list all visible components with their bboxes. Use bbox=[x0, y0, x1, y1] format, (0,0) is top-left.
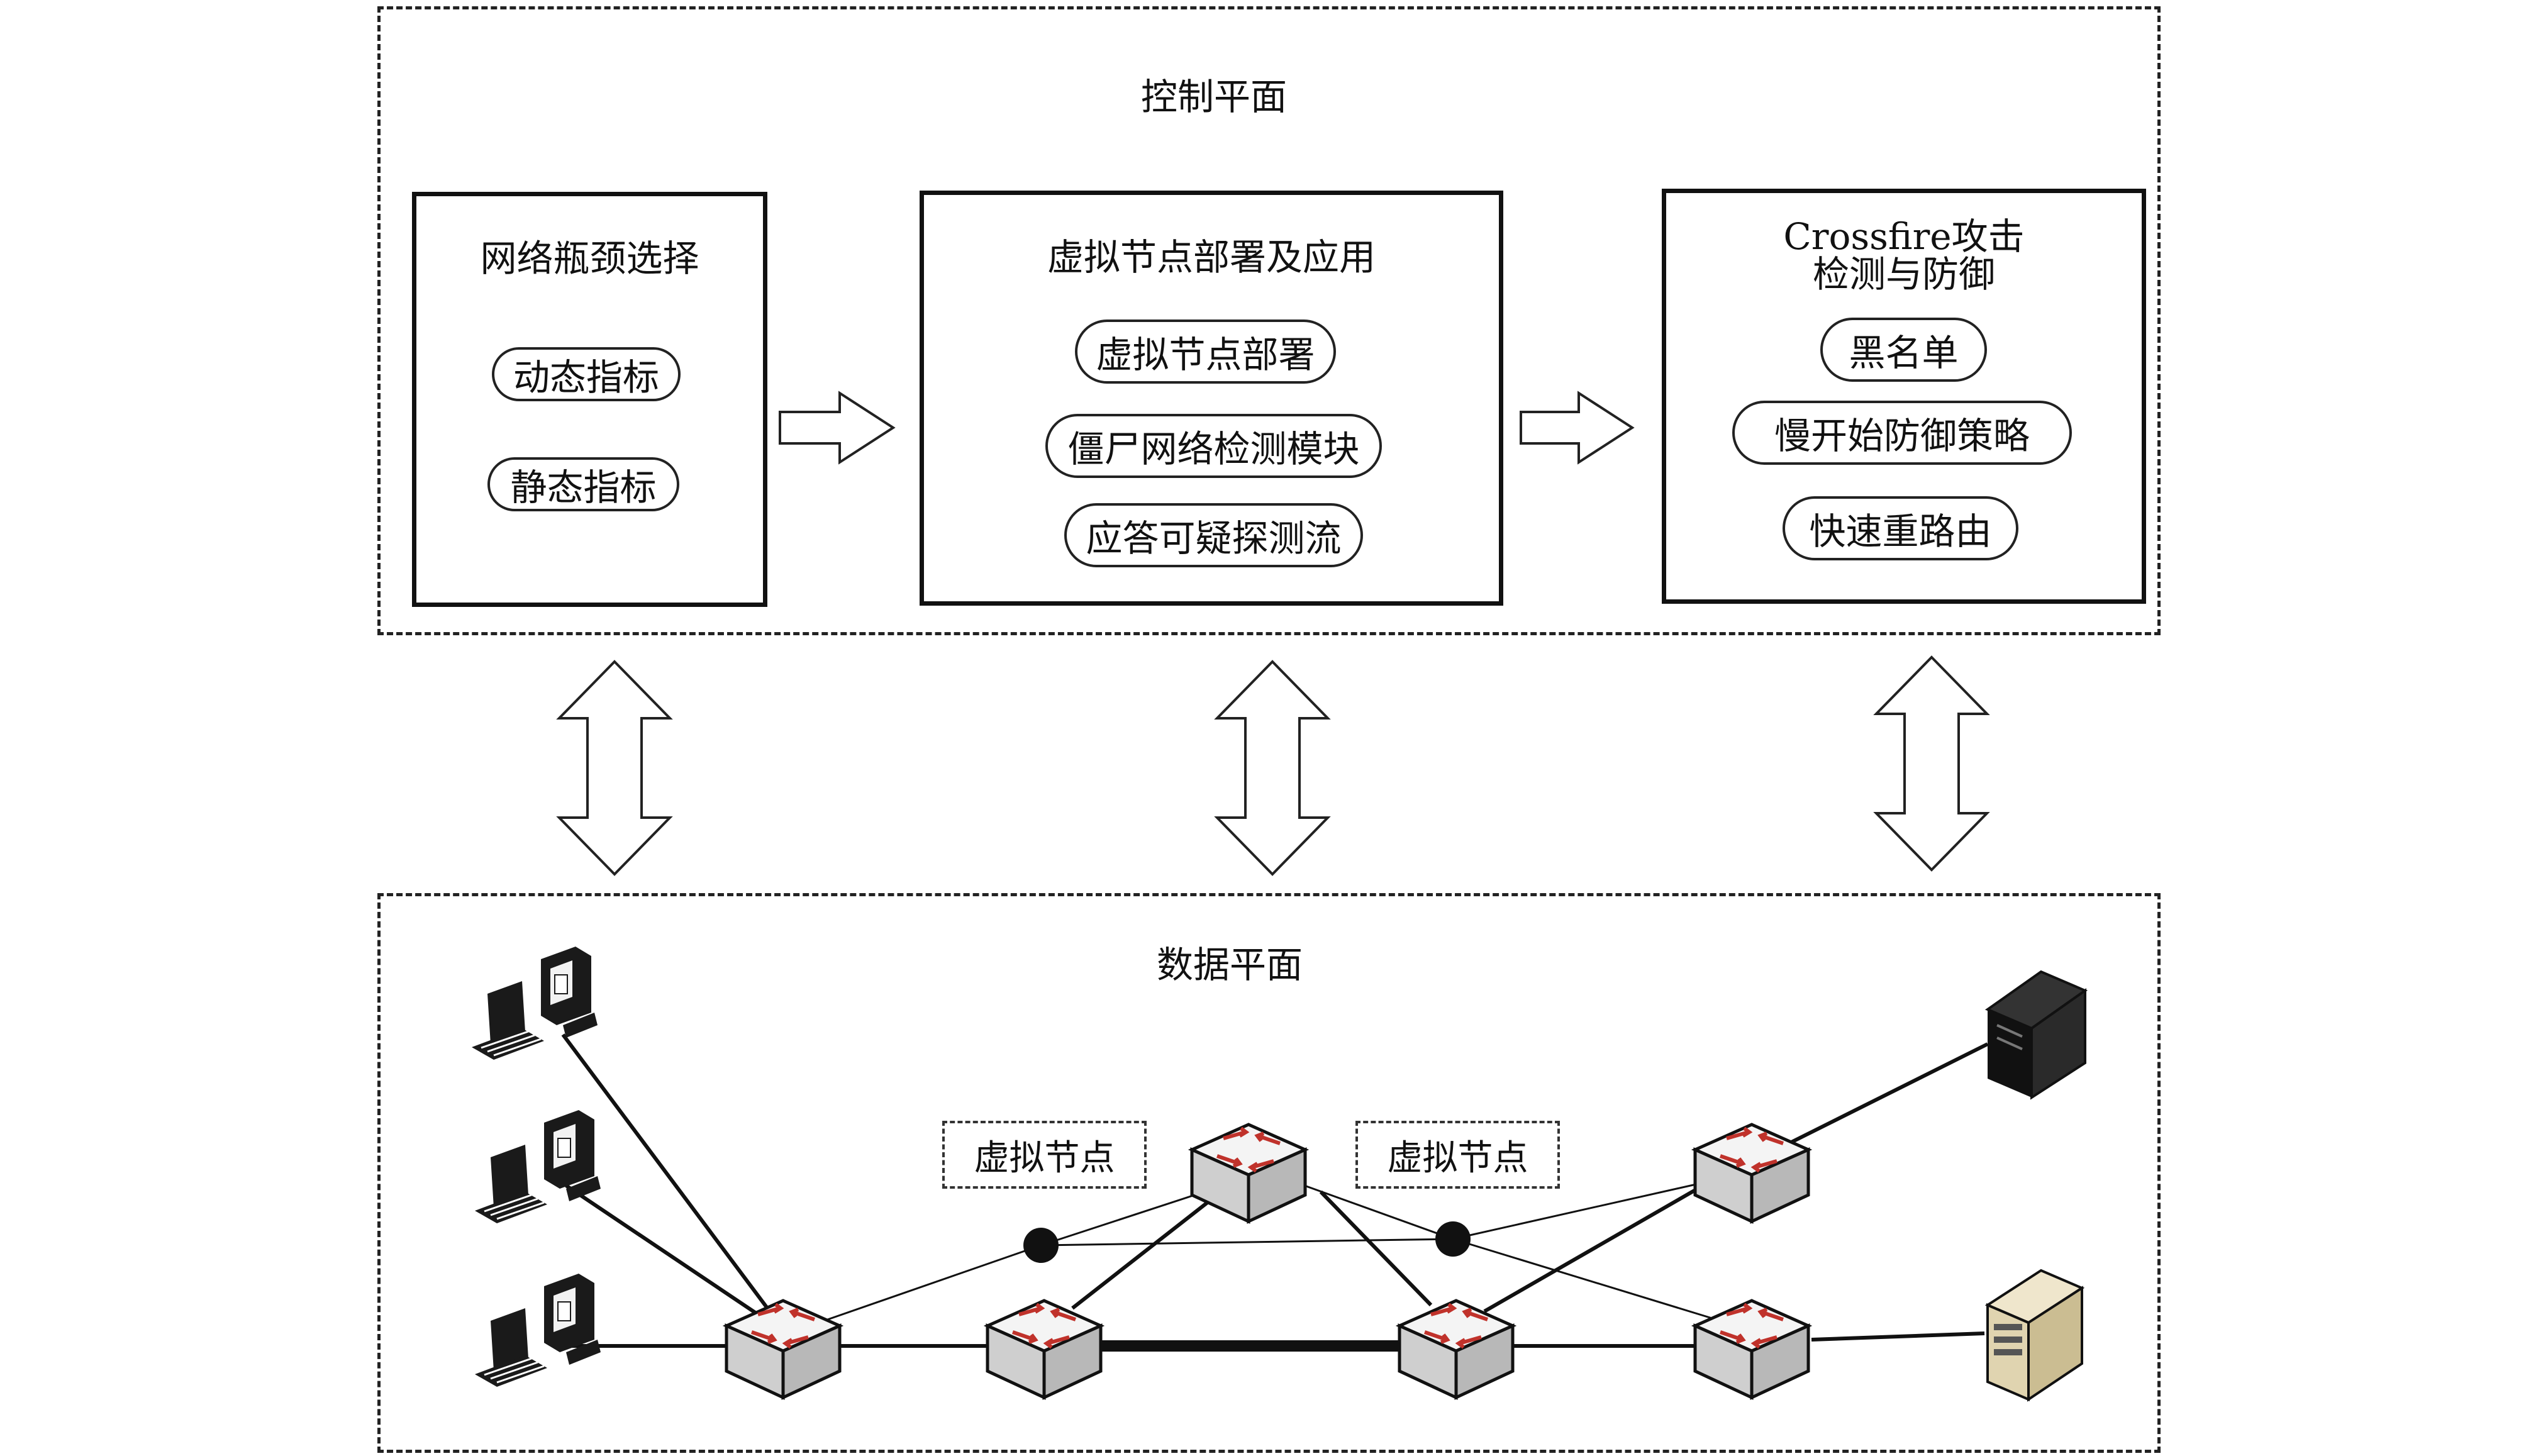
pill-slow-start-defense: 慢开始防御策略 bbox=[1732, 401, 2072, 465]
pill-suspicious-probe-response: 应答可疑探测流 bbox=[1064, 503, 1363, 567]
pill-fast-reroute: 快速重路由 bbox=[1783, 496, 2018, 560]
virtual-node-label: 虚拟节点 bbox=[942, 1121, 1147, 1189]
module-title: 虚拟节点部署及应用 bbox=[1047, 236, 1376, 279]
module-title-line2: 检测与防御 bbox=[1812, 253, 1995, 296]
data-plane: 数据平面 bbox=[377, 893, 2161, 1453]
pill-static-metric: 静态指标 bbox=[487, 457, 679, 511]
pill-botnet-detection: 僵尸网络检测模块 bbox=[1045, 414, 1382, 478]
switch-icon bbox=[1695, 1125, 1808, 1221]
module-title: 网络瓶颈选择 bbox=[480, 237, 699, 280]
desktop-computer-icon bbox=[474, 1109, 602, 1225]
control-plane-title: 控制平面 bbox=[1140, 75, 1288, 118]
virtual-node-dot bbox=[1435, 1221, 1471, 1257]
data-plane-title: 数据平面 bbox=[1156, 943, 1303, 986]
switch-icon bbox=[1695, 1301, 1808, 1398]
switch-icon bbox=[1192, 1125, 1305, 1221]
switch-icon bbox=[988, 1301, 1101, 1398]
pill-virtual-node-deploy: 虚拟节点部署 bbox=[1075, 320, 1336, 384]
tower-server-icon bbox=[1984, 970, 2088, 1100]
module-title-line1: Crossfire攻击 bbox=[1783, 215, 2025, 258]
desktop-computer-icon bbox=[470, 945, 599, 1061]
pill-dynamic-metric: 动态指标 bbox=[492, 347, 681, 401]
switch-icon bbox=[1399, 1301, 1513, 1398]
module-bottleneck-selection: 网络瓶颈选择 动态指标 静态指标 bbox=[412, 192, 767, 607]
tower-server-icon bbox=[1984, 1269, 2085, 1402]
virtual-node-label: 虚拟节点 bbox=[1355, 1121, 1560, 1189]
module-virtual-node-deployment: 虚拟节点部署及应用 虚拟节点部署 僵尸网络检测模块 应答可疑探测流 bbox=[920, 191, 1503, 606]
control-plane: 控制平面 bbox=[377, 6, 2161, 635]
virtual-node-dot bbox=[1023, 1228, 1059, 1263]
module-crossfire-defense: Crossfire攻击 检测与防御 黑名单 慢开始防御策略 快速重路由 bbox=[1662, 189, 2146, 604]
desktop-computer-icon bbox=[474, 1272, 602, 1388]
switch-icon bbox=[726, 1301, 840, 1398]
pill-blacklist: 黑名单 bbox=[1820, 318, 1987, 382]
